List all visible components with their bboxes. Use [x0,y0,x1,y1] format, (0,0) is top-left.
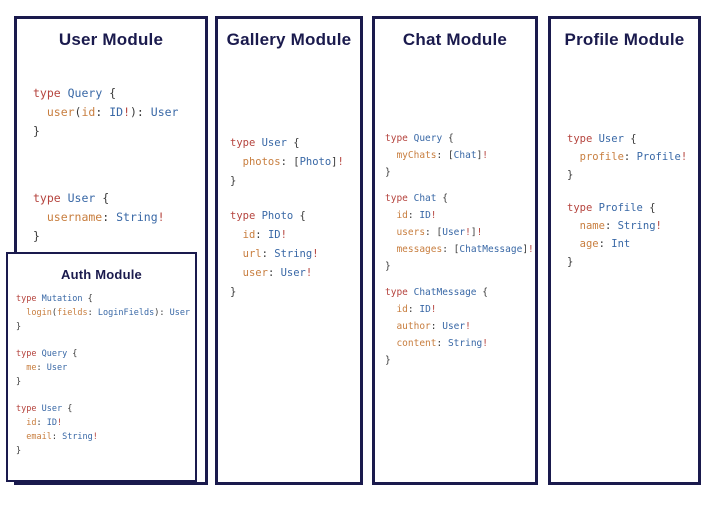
code-block: type Photo { id: ID! url: String! user: … [230,207,360,302]
code-line: photos: [Photo]! [230,156,344,168]
code-line: messages: [ChatMessage]! [385,244,534,255]
code-line: } [230,286,237,298]
code-line: } [33,229,40,243]
code-block: type Chat { id: ID! users: [User!]! mess… [385,190,535,275]
code-line: id: ID! [230,229,287,241]
code-line: profile: Profile! [567,151,688,163]
code-line: name: String! [567,220,662,232]
code-line: } [230,175,237,187]
graphql-code: type Mutation { login(fields: LoginField… [8,283,195,458]
module-title: Auth Module [61,267,142,282]
graphql-code: type Query { myChats: [Chat]!}type Chat … [375,51,535,369]
code-line: } [16,377,22,387]
code-line: age: Int [567,238,631,250]
graphql-code: type User { profile: Profile!}type Profi… [551,51,698,271]
code-block: type User { photos: [Photo]!} [230,134,360,191]
code-line: user(id: ID!): User [33,105,179,119]
code-line: type Photo { [230,210,306,222]
panel-chat-module: Chat Module type Query { myChats: [Chat]… [372,16,538,485]
code-line: type ChatMessage { [385,287,488,298]
module-title: Profile Module [564,30,685,49]
module-title: Gallery Module [226,30,352,49]
panel-gallery-module: Gallery Module type User { photos: [Phot… [215,16,363,485]
code-line: email: String! [16,432,98,442]
code-line: type Chat { [385,193,448,204]
code-line: me: User [16,363,68,373]
panel-profile-module: Profile Module type User { profile: Prof… [548,16,701,485]
code-line: type User { [16,404,73,414]
code-line: } [16,322,22,332]
code-block: type User { profile: Profile!} [567,130,698,184]
code-line: id: ID! [385,304,437,315]
code-line: id: ID! [385,210,437,221]
code-line: users: [User!]! [385,227,483,238]
code-line: } [567,169,574,181]
code-line: type Query { [16,349,78,359]
code-block: type Query { myChats: [Chat]!} [385,130,535,181]
code-line: author: User! [385,321,471,332]
module-title: Chat Module [402,30,508,49]
code-line: type User { [33,191,110,205]
code-line: } [567,256,574,268]
code-block: type Query { user(id: ID!): User} [33,84,205,141]
code-line: } [385,261,391,272]
code-line: } [16,446,22,456]
code-block: type Profile { name: String! age: Int} [567,199,698,271]
code-line: username: String! [33,210,165,224]
code-line: url: String! [230,248,319,260]
graphql-code: type User { photos: [Photo]!}type Photo … [218,51,360,302]
code-block: type Mutation { login(fields: LoginField… [16,292,195,334]
code-line: type User { [230,137,300,149]
code-line: id: ID! [16,418,63,428]
code-line: } [33,124,40,138]
code-line: type User { [567,133,637,145]
module-title: User Module [58,30,164,49]
code-block: type User { username: String!} [33,189,205,246]
panel-auth-module: Auth Module type Mutation { login(fields… [6,252,197,482]
code-line: user: User! [230,267,313,279]
code-line: } [385,355,391,366]
code-line: content: String! [385,338,488,349]
code-line: myChats: [Chat]! [385,150,489,161]
code-block: type User { id: ID! email: String!} [16,402,195,458]
code-line: login(fields: LoginFields): User [16,308,191,318]
graphql-code: type Query { user(id: ID!): User}type Us… [17,51,205,246]
code-line: } [385,167,391,178]
code-line: type Mutation { [16,294,93,304]
code-block: type Query { me: User} [16,347,195,389]
code-line: type Query { [385,133,454,144]
code-line: type Profile { [567,202,656,214]
code-block: type ChatMessage { id: ID! author: User!… [385,284,535,369]
code-line: type Query { [33,86,117,100]
